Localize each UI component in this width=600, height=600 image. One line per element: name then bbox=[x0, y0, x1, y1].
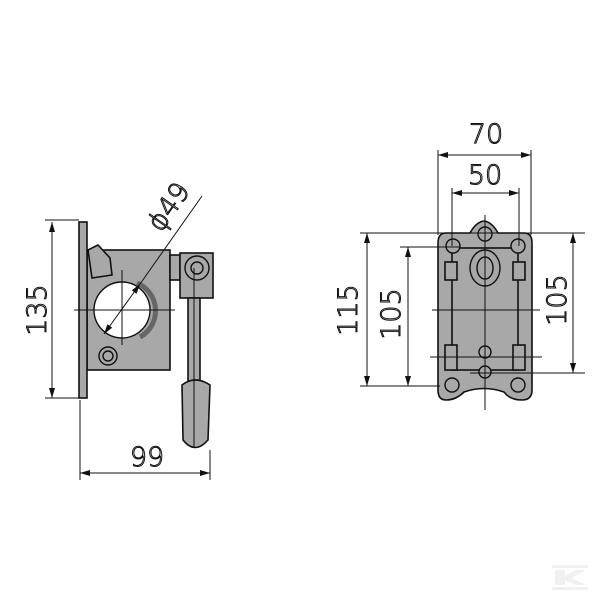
upper-bracket bbox=[87, 244, 113, 279]
dim-diameter-49: ϕ49 bbox=[141, 177, 196, 238]
side-view: 135 99 ϕ49 bbox=[22, 176, 214, 480]
dim-99: 99 bbox=[130, 442, 164, 473]
dim-50: 50 bbox=[468, 160, 502, 191]
front-view: 70 50 115 105 105 bbox=[333, 119, 585, 410]
dim-70: 70 bbox=[469, 119, 503, 150]
dim-115: 115 bbox=[333, 284, 364, 336]
handle-grip bbox=[181, 379, 211, 449]
brand-logo-watermark bbox=[552, 565, 588, 590]
dim-105-right: 105 bbox=[542, 274, 573, 326]
dim-105-left: 105 bbox=[376, 288, 407, 340]
dim-135: 135 bbox=[22, 284, 53, 336]
